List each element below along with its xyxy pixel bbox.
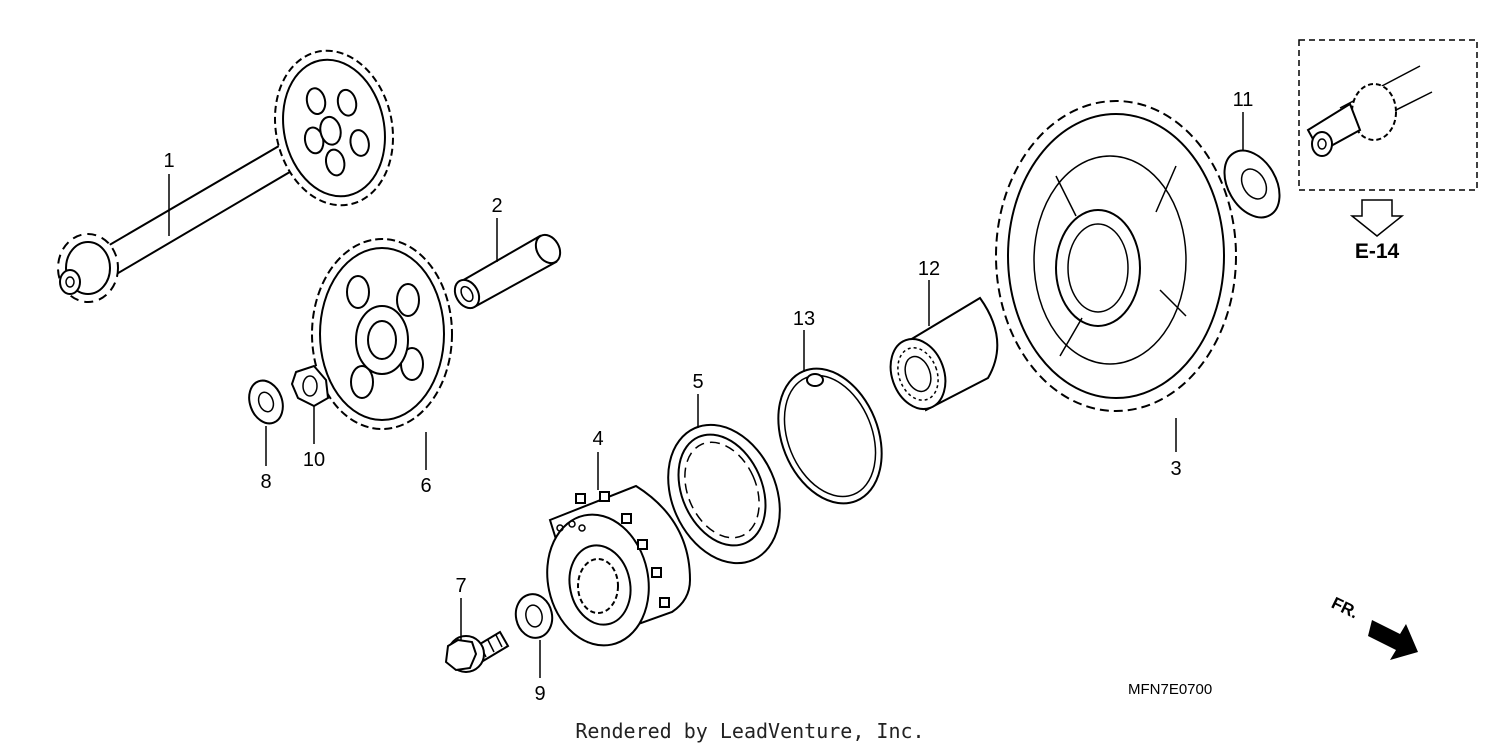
footer-text: Rendered by LeadVenture, Inc. bbox=[575, 719, 924, 743]
callout-3: 3 bbox=[1170, 458, 1181, 480]
callout-6: 6 bbox=[420, 475, 431, 497]
part-3-starter-clutch-gear[interactable] bbox=[995, 100, 1237, 412]
callout-5: 5 bbox=[692, 371, 703, 393]
front-direction-arrow-icon bbox=[1368, 620, 1418, 660]
callout-8: 8 bbox=[260, 471, 271, 493]
callout-2: 2 bbox=[491, 195, 502, 217]
part-8-washer[interactable] bbox=[243, 376, 288, 428]
part-12-needle-bearing[interactable] bbox=[881, 296, 999, 417]
reference-arrow-icon bbox=[1349, 199, 1405, 237]
leader-lines bbox=[168, 112, 1244, 678]
part-6-idle-gear[interactable] bbox=[311, 238, 453, 430]
callout-11: 11 bbox=[1233, 89, 1254, 111]
part-7-flange-bolt[interactable] bbox=[444, 630, 510, 673]
part-9-washer[interactable] bbox=[512, 591, 556, 642]
part-13-snap-ring[interactable] bbox=[759, 353, 900, 519]
part-11-thrust-washer[interactable] bbox=[1213, 141, 1291, 227]
callout-9: 9 bbox=[534, 683, 545, 705]
callout-7: 7 bbox=[455, 575, 466, 597]
reference-inset-box bbox=[1298, 39, 1478, 191]
callout-1: 1 bbox=[163, 150, 174, 172]
part-10-nut[interactable] bbox=[290, 364, 330, 408]
part-5-one-way-clutch[interactable] bbox=[647, 407, 801, 581]
diagram-code: MFN7E0700 bbox=[1128, 681, 1212, 698]
callout-4: 4 bbox=[592, 428, 603, 450]
callout-12: 12 bbox=[918, 258, 940, 280]
reference-label[interactable]: E-14 bbox=[1355, 240, 1400, 263]
callout-13: 13 bbox=[793, 308, 815, 330]
direction-label: FR. bbox=[1329, 593, 1362, 622]
part-4-starter-clutch-outer[interactable] bbox=[535, 484, 692, 655]
part-2-collar[interactable] bbox=[450, 231, 565, 313]
part-1-starter-idle-shaft[interactable] bbox=[57, 40, 407, 303]
callout-labels: 1 2 3 4 5 6 7 8 9 10 11 12 13 bbox=[163, 89, 1253, 705]
callout-10: 10 bbox=[303, 449, 325, 471]
